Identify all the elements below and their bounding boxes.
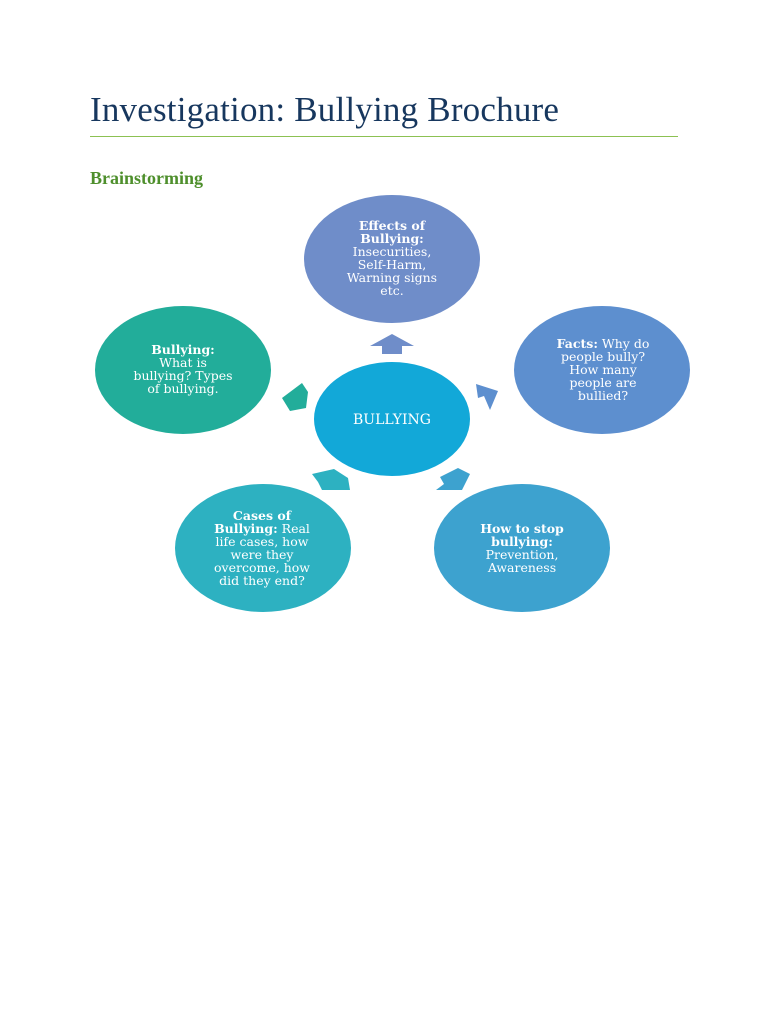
node-facts-line: How many	[569, 362, 637, 377]
node-effects-detail: Self-Harm,	[358, 257, 427, 272]
node-effects-line: Bullying:	[360, 231, 424, 246]
node-what-detail: What is	[159, 355, 207, 370]
node-facts-line: people bully?	[561, 349, 645, 364]
node-effects-detail: etc.	[380, 283, 403, 298]
node-cases	[175, 484, 351, 612]
node-cases-label: Cases of	[233, 508, 293, 523]
node-stop-detail: Prevention,	[486, 547, 559, 562]
node-effects-line: Self-Harm,	[358, 257, 427, 272]
page-title: Investigation: Bullying Brochure	[90, 90, 560, 129]
node-cases-line: did they end?	[219, 573, 305, 588]
node-cases-detail: Real	[278, 521, 310, 536]
node-center	[314, 362, 470, 476]
node-facts	[514, 306, 690, 434]
node-facts-line: Facts: Why do	[557, 336, 650, 351]
node-facts-line: bullied?	[578, 388, 628, 403]
node-effects-line: Insecurities,	[353, 244, 432, 259]
arrow-up	[370, 334, 414, 354]
node-cases-detail: life cases, how	[216, 534, 309, 549]
node-effects-line: etc.	[380, 283, 403, 298]
node-stop	[434, 484, 610, 612]
node-cases-line: life cases, how	[216, 534, 309, 549]
node-cases-line: Cases of	[233, 508, 293, 523]
node-facts-line: people are	[569, 375, 636, 390]
center-label: BULLYING	[353, 412, 431, 428]
node-stop-label: bullying:	[491, 534, 553, 549]
node-what-detail: bullying? Types	[133, 368, 232, 383]
node-facts-detail: bullied?	[578, 388, 628, 403]
node-effects-detail: Insecurities,	[353, 244, 432, 259]
node-what-line: of bullying.	[147, 381, 218, 396]
node-stop-line: bullying:	[491, 534, 553, 549]
node-effects-label: Bullying:	[360, 231, 424, 246]
node-facts-detail: Why do	[598, 336, 649, 351]
node-stop-line: Awareness	[487, 560, 556, 575]
node-stop-line: Prevention,	[486, 547, 559, 562]
node-what-line: Bullying:	[151, 342, 215, 357]
node-what-line: bullying? Types	[133, 368, 232, 383]
arrow-right	[476, 384, 498, 410]
title-rule	[90, 136, 678, 137]
node-facts-detail: people bully?	[561, 349, 645, 364]
node-effects-detail: Warning signs	[347, 270, 437, 285]
node-facts-detail: people are	[569, 375, 636, 390]
node-what-label: Bullying:	[151, 342, 215, 357]
node-cases-detail: were they	[231, 547, 295, 562]
node-cases-line: were they	[231, 547, 295, 562]
node-cases-label: Bullying:	[214, 521, 278, 536]
section-heading: Brainstorming	[90, 168, 204, 188]
node-stop-line: How to stop	[480, 521, 564, 536]
arrow-left	[282, 383, 308, 411]
node-effects	[304, 195, 480, 323]
arrow-down-right	[436, 468, 470, 490]
node-cases-line: Bullying: Real	[214, 521, 310, 536]
node-facts-label: Facts:	[557, 336, 598, 351]
node-cases-detail: did they end?	[219, 573, 305, 588]
node-facts-detail: How many	[569, 362, 637, 377]
node-cases-line: overcome, how	[214, 560, 310, 575]
node-stop-label: How to stop	[480, 521, 564, 536]
node-what-detail: of bullying.	[147, 381, 218, 396]
node-effects-line: Warning signs	[347, 270, 437, 285]
node-effects-line: Effects of	[359, 218, 427, 233]
node-stop-detail: Awareness	[487, 560, 556, 575]
node-what-line: What is	[159, 355, 207, 370]
arrow-down-left	[312, 469, 350, 490]
node-what	[95, 306, 271, 434]
node-cases-detail: overcome, how	[214, 560, 310, 575]
node-effects-label: Effects of	[359, 218, 427, 233]
